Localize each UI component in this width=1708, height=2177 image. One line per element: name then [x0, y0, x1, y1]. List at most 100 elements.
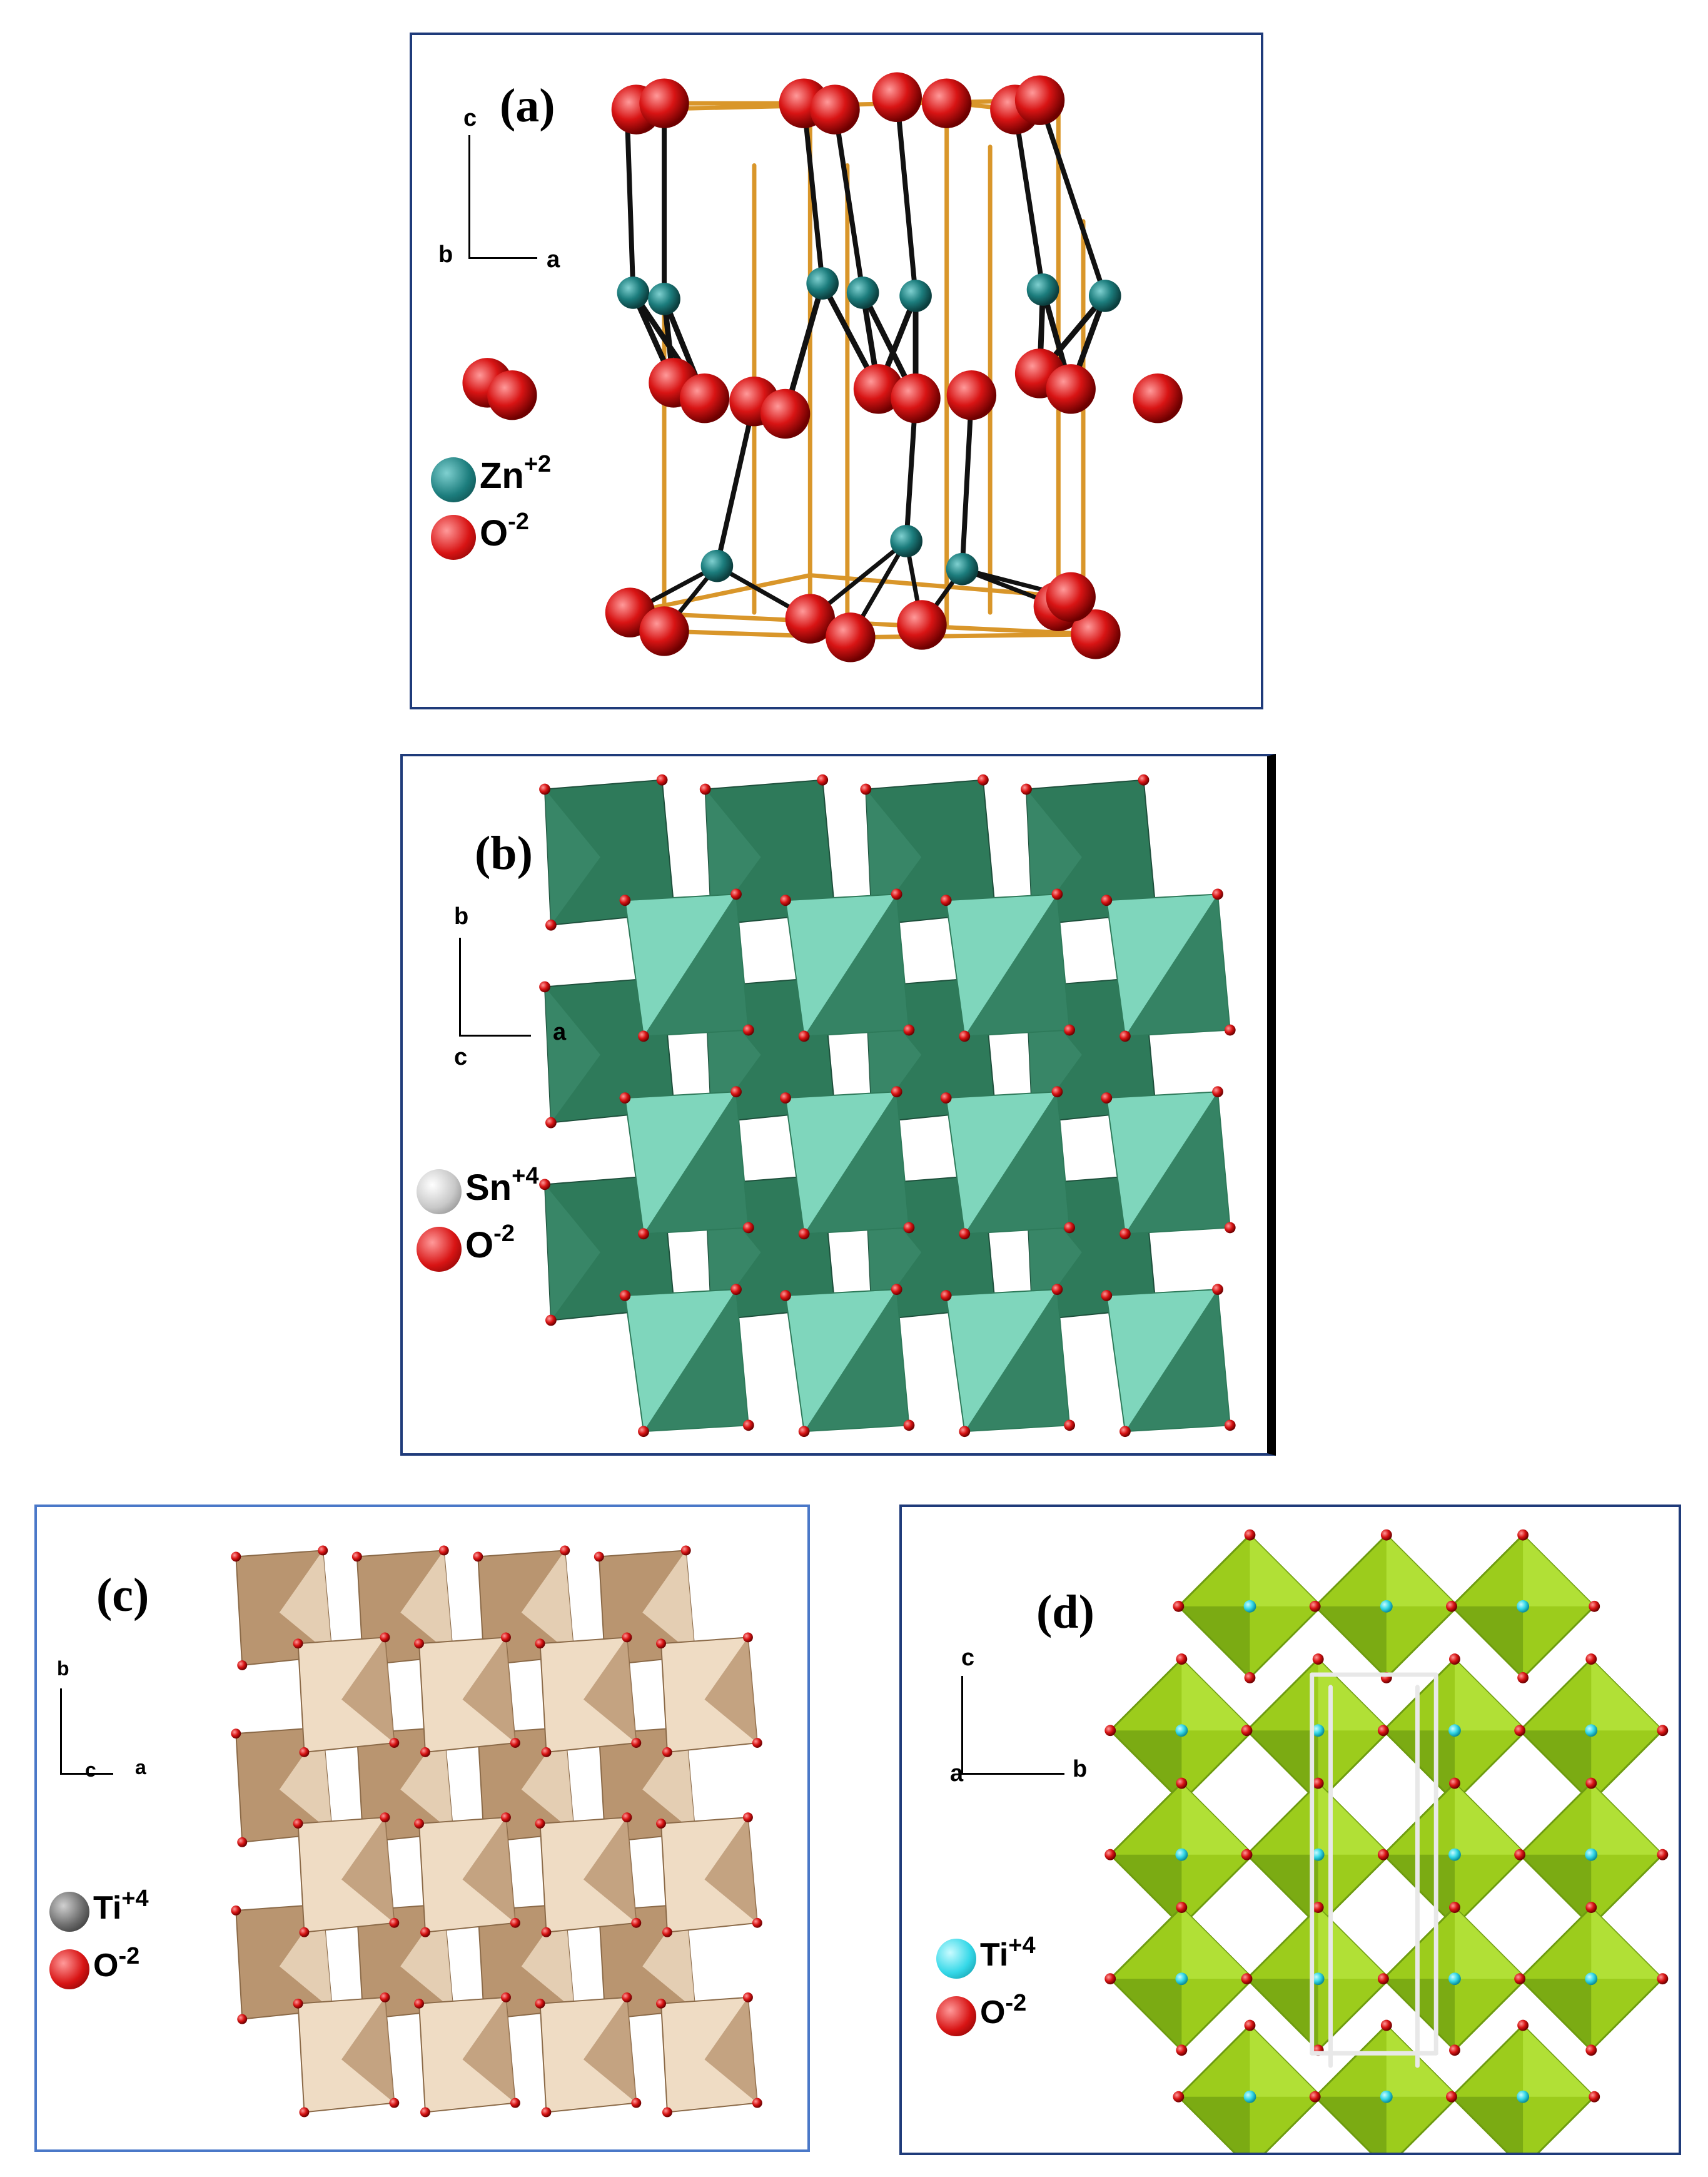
oxygen-atom [1244, 1672, 1256, 1683]
axis-label-b: b [57, 1657, 69, 1680]
oxygen-atom [656, 1819, 666, 1829]
octahedron-face [1452, 2096, 1524, 2153]
oxygen-atom [1212, 888, 1223, 900]
titanium-atom [1311, 1848, 1325, 1861]
oxygen-atom [539, 981, 550, 993]
legend-element: O [980, 1994, 1006, 2031]
oxygen-atom [545, 1117, 557, 1129]
oxygen-atom [780, 895, 791, 906]
oxygen-atom [414, 1819, 424, 1829]
octahedron-face [341, 1997, 395, 2103]
oxygen-atom [1449, 1777, 1460, 1789]
oxygen-atom [389, 2098, 400, 2108]
oxygen-atom [742, 1222, 754, 1234]
oxygen-atom [891, 373, 941, 424]
titanium-atom [1585, 1724, 1598, 1737]
oxygen-atom [1657, 1725, 1669, 1737]
oxygen-atom [897, 600, 947, 650]
octahedron-face [643, 1092, 749, 1234]
oxygen-atom [1101, 895, 1113, 906]
legend-element: Ti [980, 1937, 1009, 1973]
octahedron-face [462, 1997, 515, 2103]
oxygen-atom [798, 1228, 810, 1240]
oxygen-atom [539, 783, 550, 795]
oxygen-atom [510, 1738, 520, 1748]
oxygen-atom [959, 1426, 971, 1438]
oxygen-atom [1176, 1902, 1188, 1913]
titanium-atom [1311, 1724, 1325, 1737]
oxygen-atom [473, 1551, 483, 1562]
oxygen-atom [780, 1092, 791, 1104]
oxygen-atom [438, 1545, 449, 1556]
oxygen-atom [940, 1290, 952, 1301]
titanium-atom [1175, 1972, 1188, 1986]
zinc-atom [806, 267, 839, 300]
titanium-atom [1448, 1972, 1461, 1986]
oxygen-atom [639, 606, 689, 656]
oxygen-atom [1104, 1973, 1116, 1985]
oxygen-atom [535, 1998, 545, 2009]
legend-charge: -2 [118, 1943, 140, 1969]
oxygen-atom [1309, 2091, 1321, 2103]
octahedron-face [1315, 2096, 1387, 2153]
axis-label-a: a [950, 1760, 964, 1787]
zn-o-bond [832, 107, 866, 295]
oxygen-atom [730, 888, 742, 900]
oxygen-atom [662, 1927, 672, 1937]
oxygen-atom [1064, 1024, 1075, 1036]
ti-ion-icon [936, 1939, 976, 1979]
oxygen-atom [1212, 1086, 1223, 1098]
oxygen-atom [1119, 1228, 1131, 1240]
oxygen-atom [760, 388, 811, 439]
zn-o-bond [1037, 98, 1108, 298]
oxygen-atom [1176, 1777, 1188, 1789]
oxygen-atom [1244, 1529, 1256, 1541]
octahedron-face [1250, 2025, 1321, 2097]
oxygen-atom [752, 1917, 762, 1928]
oxygen-atom [1241, 1973, 1253, 1985]
octahedron-face [1591, 1783, 1663, 1855]
zn-o-bond [714, 398, 757, 569]
oxygen-atom [903, 1024, 915, 1036]
zinc-atom [617, 277, 650, 309]
octahedron-face [1520, 1979, 1592, 2051]
oxygen-atom [743, 1992, 753, 2002]
oxygen-atom [1241, 1849, 1253, 1860]
sno2-octahedra-drawing [539, 774, 1236, 1438]
octahedron-face [462, 1637, 515, 1743]
oxygen-atom [1101, 1290, 1113, 1301]
octahedron-face [400, 1727, 453, 1833]
oxygen-atom [1071, 609, 1121, 659]
panel-b-label: (b) [475, 827, 533, 880]
octahedron-face [1386, 1535, 1458, 1606]
zinc-atom [846, 277, 879, 309]
panel-b-sno2-rutile: (b) b c a Sn+4 O-2 [400, 754, 1276, 1456]
oxygen-atom [1449, 2044, 1460, 2056]
axis-label-b: b [1073, 1756, 1088, 1782]
oxygen-atom [545, 1314, 557, 1326]
legend-element: O [93, 1947, 119, 1984]
oxygen-atom [237, 1660, 248, 1670]
oxygen-atom [1064, 1419, 1075, 1431]
oxygen-atom [539, 1179, 550, 1190]
octahedron-face [279, 1550, 333, 1657]
oxygen-atom [631, 1917, 642, 1928]
octahedron-face [1124, 894, 1230, 1037]
octahedron-face [642, 1550, 695, 1657]
oxygen-atom [679, 373, 730, 424]
oxygen-atom [631, 2098, 642, 2108]
octahedron-face [1315, 1606, 1387, 1678]
oxygen-atom [501, 1992, 511, 2002]
oxygen-atom [535, 1819, 545, 1829]
axis-label-c: c [454, 1044, 468, 1070]
oxygen-atom [545, 919, 557, 931]
axis-label-c: c [463, 105, 477, 131]
legend-element: Zn [480, 455, 524, 496]
oxygen-atom [299, 1747, 310, 1757]
oxygen-atom [501, 1632, 511, 1643]
legend-charge: +4 [512, 1163, 539, 1189]
octahedron-face [1523, 1535, 1595, 1606]
axis-line-horizontal [459, 1035, 531, 1037]
axis-line-horizontal [961, 1773, 1064, 1775]
octahedron-face [1452, 1606, 1524, 1678]
